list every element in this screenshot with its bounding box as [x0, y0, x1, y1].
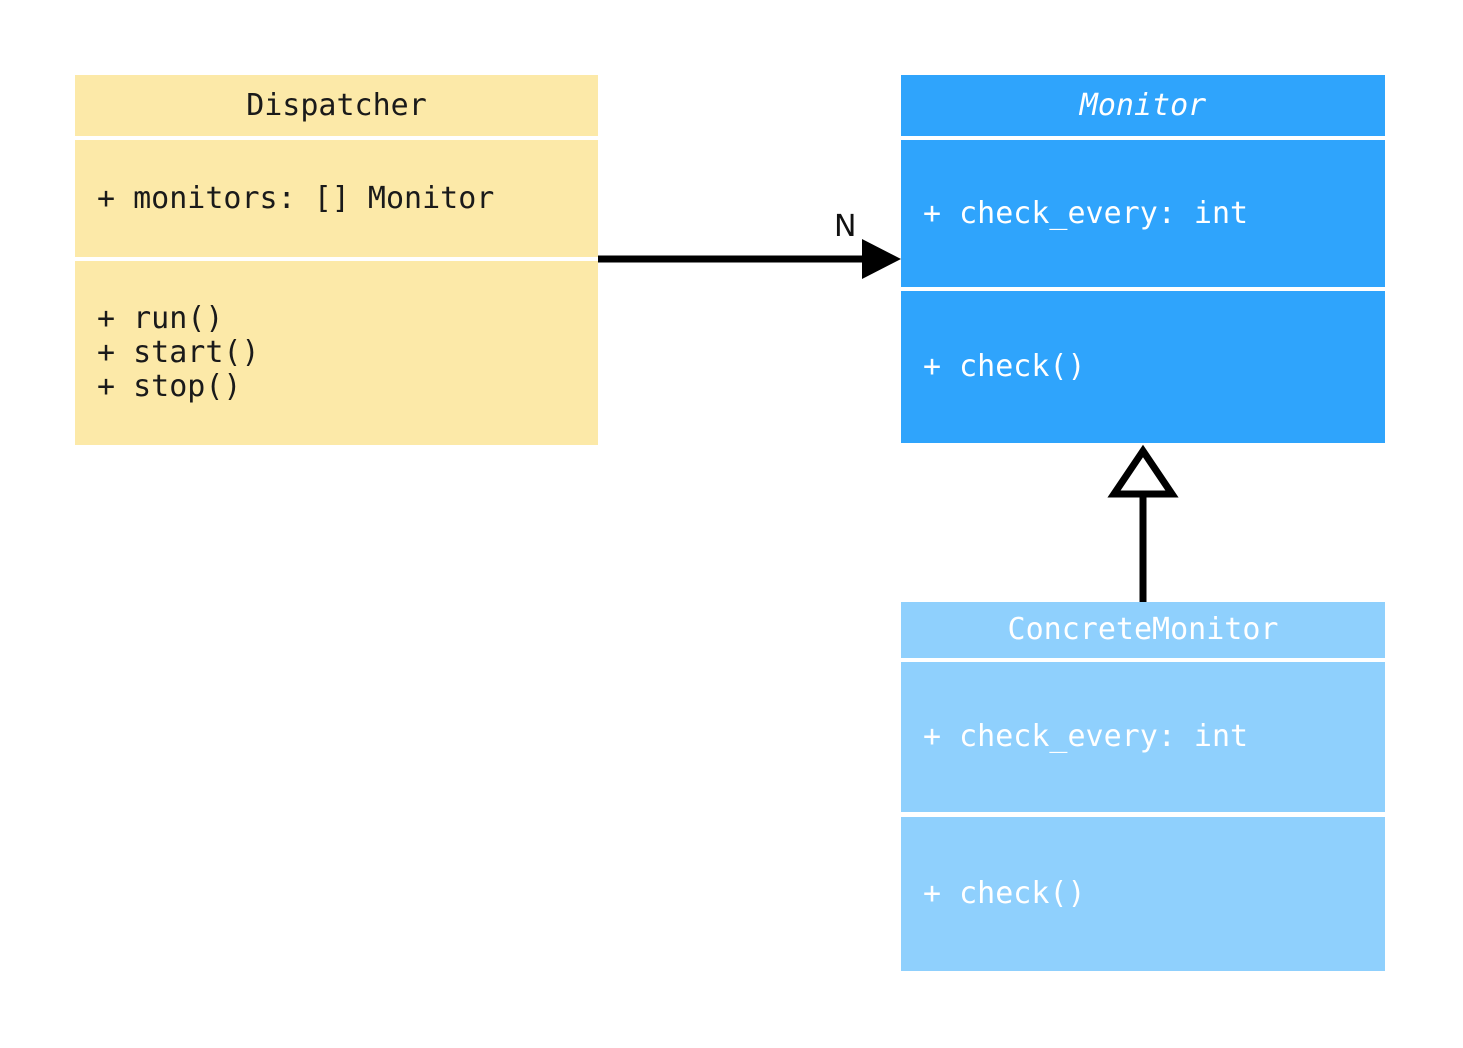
class-box-concrete-monitor[interactable]: ConcreteMonitor + check_every: int + che…: [901, 602, 1385, 971]
class-methods-compartment-monitor: + check(): [901, 291, 1385, 443]
class-methods-compartment-concrete-monitor: + check(): [901, 817, 1385, 971]
method-row: + run(): [97, 301, 224, 336]
association-arrow-dispatcher-to-monitor: [598, 239, 901, 279]
class-name-concrete-monitor: ConcreteMonitor: [1007, 612, 1279, 647]
class-title-compartment-concrete-monitor: ConcreteMonitor: [901, 602, 1385, 658]
association-multiplicity-label: N: [834, 209, 857, 244]
class-methods-compartment-dispatcher: + run() + start() + stop(): [75, 261, 598, 445]
method-row: + check(): [923, 876, 1086, 911]
attribute-row: + monitors: [] Monitor: [97, 180, 495, 216]
method-row: + start(): [97, 335, 260, 370]
class-attributes-compartment-monitor: + check_every: int: [901, 140, 1385, 287]
method-row: + stop(): [97, 369, 242, 404]
class-box-monitor[interactable]: Monitor + check_every: int + check(): [901, 75, 1385, 443]
class-box-dispatcher[interactable]: Dispatcher + monitors: [] Monitor + run(…: [75, 75, 598, 445]
class-title-compartment-dispatcher: Dispatcher: [75, 75, 598, 136]
class-name-dispatcher: Dispatcher: [246, 88, 427, 123]
class-attributes-compartment-concrete-monitor: + check_every: int: [901, 662, 1385, 812]
attribute-row: + check_every: int: [923, 719, 1249, 754]
class-title-compartment-monitor: Monitor: [901, 75, 1385, 136]
method-row: + check(): [923, 349, 1086, 384]
attribute-row: + check_every: int: [923, 195, 1249, 231]
class-attributes-compartment-dispatcher: + monitors: [] Monitor: [75, 140, 598, 257]
generalization-arrow-concrete-monitor-to-monitor: [1107, 444, 1179, 602]
class-name-monitor: Monitor: [1079, 88, 1207, 123]
